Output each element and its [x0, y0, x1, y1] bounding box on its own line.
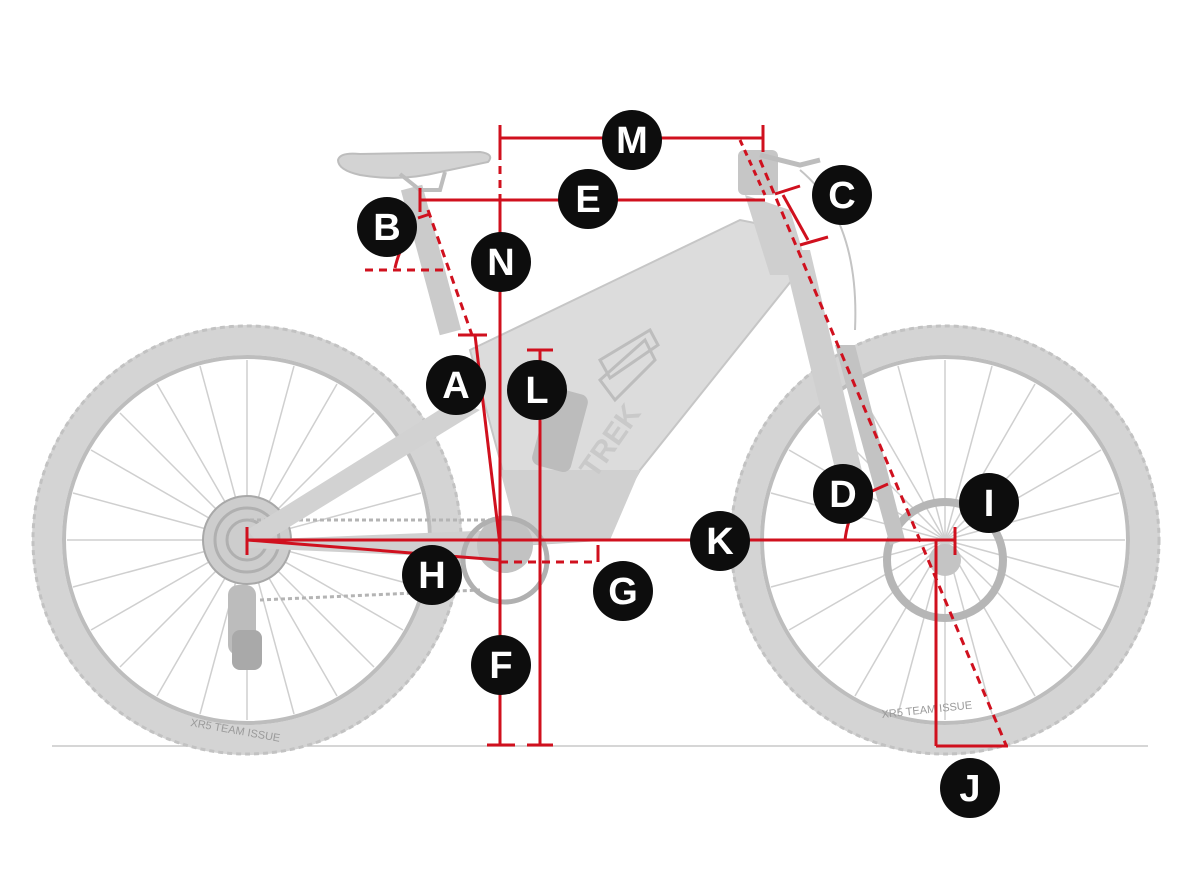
label-j-text: J [959, 768, 980, 810]
label-badges: M E C B N A L D I K H G F J [357, 110, 1019, 818]
bike-illustration: XR5 TEAM ISSUE [31, 150, 1161, 756]
label-i-text: I [984, 483, 995, 525]
label-l-text: L [525, 370, 548, 412]
label-j: J [940, 758, 1000, 818]
label-m-text: M [616, 120, 648, 162]
label-n: N [471, 232, 531, 292]
label-g-text: G [608, 571, 638, 613]
label-e-text: E [575, 179, 600, 221]
label-n-text: N [487, 242, 514, 284]
label-h-text: H [418, 555, 445, 597]
label-b: B [357, 197, 417, 257]
label-k-text: K [706, 521, 734, 563]
label-g: G [593, 561, 653, 621]
label-c: C [812, 165, 872, 225]
label-a: A [426, 355, 486, 415]
label-l: L [507, 360, 567, 420]
label-a-text: A [442, 365, 469, 407]
label-k: K [690, 511, 750, 571]
label-b-text: B [373, 207, 400, 249]
label-d: D [813, 464, 873, 524]
label-i: I [959, 473, 1019, 533]
label-m: M [602, 110, 662, 170]
label-h: H [402, 545, 462, 605]
label-f-text: F [489, 645, 512, 687]
label-d-text: D [829, 474, 856, 516]
label-c-text: C [828, 175, 855, 217]
label-e: E [558, 169, 618, 229]
line-c [781, 194, 810, 241]
label-f: F [471, 635, 531, 695]
front-tire-label: XR5 TEAM ISSUE [881, 700, 973, 721]
